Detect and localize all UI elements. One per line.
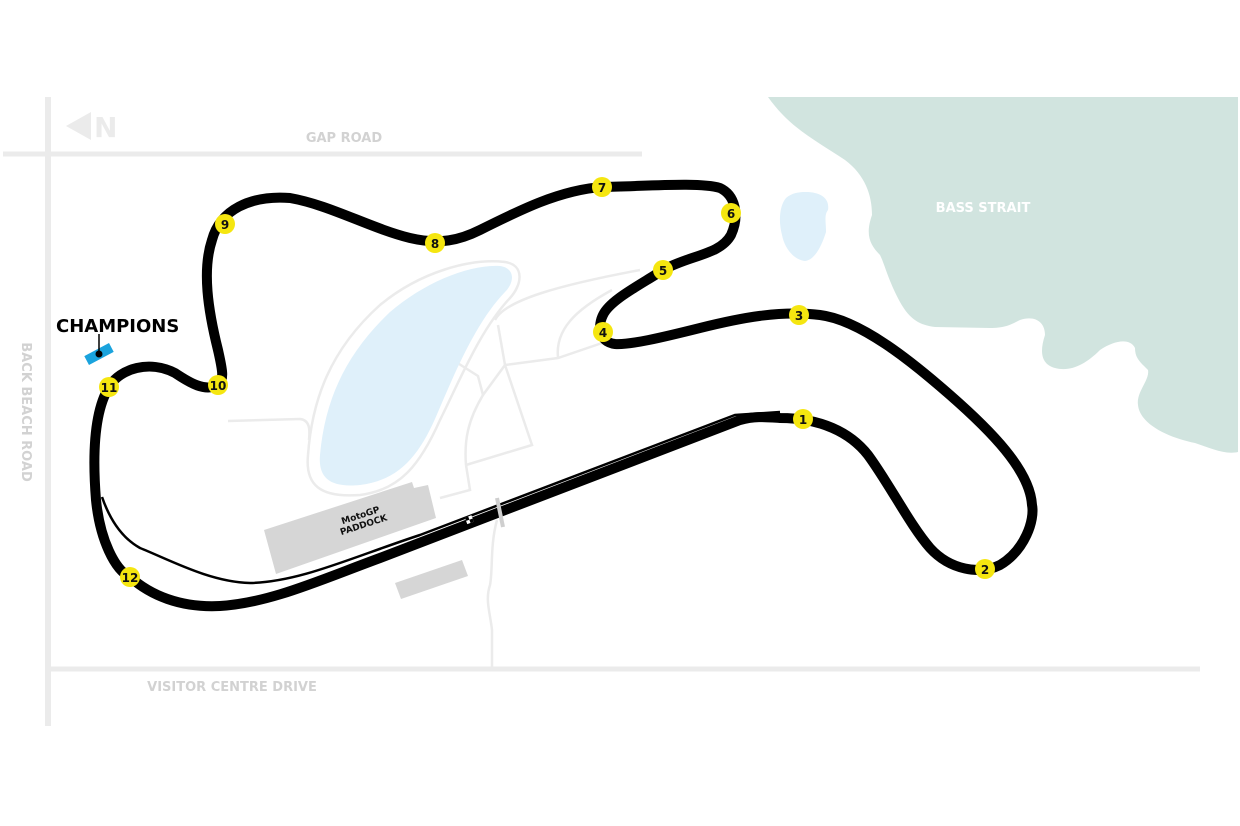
motogp-paddock — [264, 482, 436, 574]
svg-text:3: 3 — [795, 309, 803, 323]
grandstand-label: CHAMPIONS — [56, 316, 179, 337]
svg-text:11: 11 — [101, 381, 118, 395]
service-roads — [227, 260, 641, 667]
pit-lane — [100, 410, 781, 585]
sea-area — [768, 97, 1238, 453]
svg-text:5: 5 — [659, 264, 667, 278]
svg-text:1: 1 — [799, 413, 807, 427]
pond — [779, 192, 829, 261]
turn-marker-4[interactable]: 4 — [593, 322, 613, 342]
back-beach-road-label: BACK BEACH ROAD — [18, 342, 33, 482]
turn-marker-12[interactable]: 12 — [120, 567, 140, 587]
turn-marker-3[interactable]: 3 — [789, 305, 809, 325]
turn-marker-2[interactable]: 2 — [975, 559, 995, 579]
north-arrow-icon: N — [66, 111, 117, 144]
turn-marker-8[interactable]: 8 — [425, 233, 445, 253]
compass-label: N — [94, 111, 117, 144]
svg-text:12: 12 — [122, 571, 139, 585]
start-finish-line — [464, 497, 505, 528]
svg-text:4: 4 — [599, 326, 607, 340]
paddock-buildings — [264, 482, 468, 599]
sea-label: BASS STRAIT — [936, 201, 1031, 216]
secondary-building — [395, 560, 468, 599]
turn-marker-10[interactable]: 10 — [208, 375, 228, 395]
svg-text:10: 10 — [210, 379, 227, 393]
turn-marker-7[interactable]: 7 — [592, 177, 612, 197]
svg-text:9: 9 — [221, 218, 229, 232]
turn-marker-6[interactable]: 6 — [721, 203, 741, 223]
gap-road-label: GAP ROAD — [306, 131, 383, 146]
svg-text:6: 6 — [727, 207, 735, 221]
svg-text:2: 2 — [981, 563, 989, 577]
svg-text:8: 8 — [431, 237, 439, 251]
turn-marker-11[interactable]: 11 — [99, 377, 119, 397]
turn-markers: 1 2 3 4 5 6 7 8 9 10 11 12 — [99, 177, 995, 587]
visitor-centre-drive-label: VISITOR CENTRE DRIVE — [147, 680, 317, 695]
turn-marker-1[interactable]: 1 — [793, 409, 813, 429]
turn-marker-9[interactable]: 9 — [215, 214, 235, 234]
lake — [319, 265, 512, 486]
champions-grandstand[interactable]: CHAMPIONS — [56, 316, 179, 365]
roads — [3, 97, 1200, 726]
svg-text:7: 7 — [598, 181, 606, 195]
turn-marker-5[interactable]: 5 — [653, 260, 673, 280]
